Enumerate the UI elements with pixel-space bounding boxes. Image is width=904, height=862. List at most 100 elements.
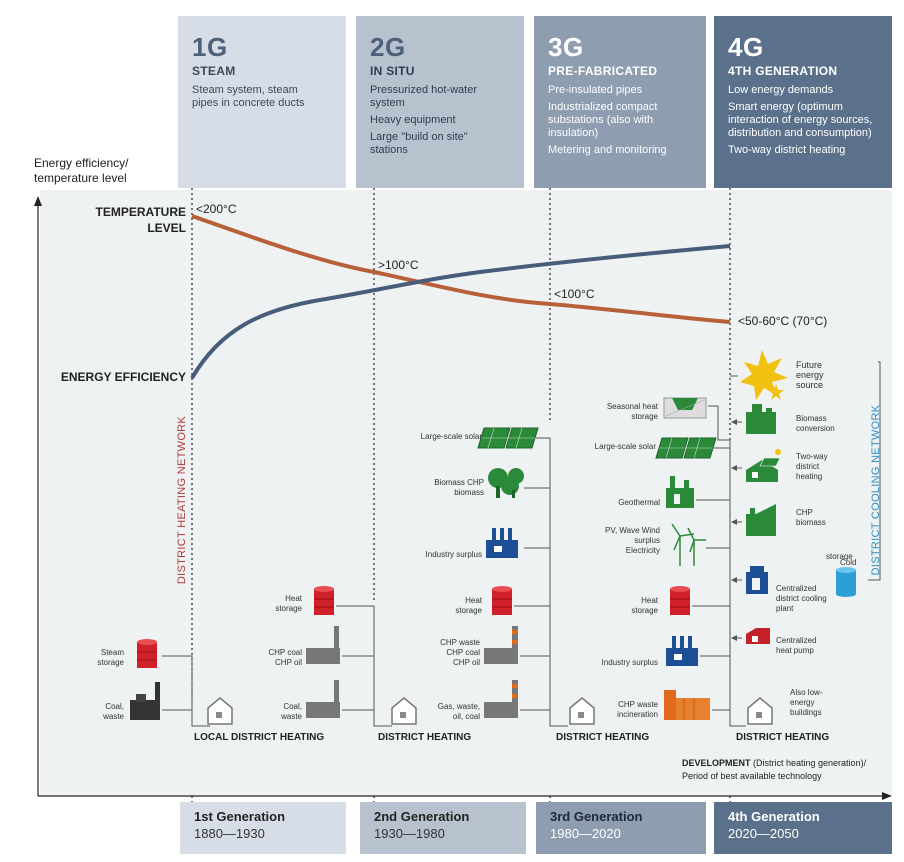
item-label: Seasonal heat storage — [606, 402, 658, 421]
generation-number: 4G — [728, 32, 764, 62]
feature-text: Large "build on site" stations — [370, 131, 468, 156]
feature-text: Steam system, steam pipes in concrete du… — [192, 84, 305, 109]
feature-text: Smart energy (optimum interaction of ene… — [728, 101, 873, 139]
solar-panel-icon — [655, 437, 717, 459]
item-label: Biomass conversion — [796, 414, 835, 433]
district-heating-label: LOCAL DISTRICT HEATING — [194, 732, 325, 743]
star-burst-icon — [740, 350, 788, 400]
item-label: Large-scale solar — [420, 432, 482, 441]
generation-column-4g: 4G 4TH GENERATION Low energy demands Sma… — [714, 16, 892, 188]
generation-features: Pre-insulated pipes Industrialized compa… — [548, 84, 688, 161]
y-axis-label: Energy efficiency/ temperature level — [34, 156, 129, 185]
g1-connectors — [162, 655, 210, 727]
biomass-factory-icon — [746, 404, 776, 434]
wind-turbine-icon — [671, 523, 706, 566]
generation-number: 1G — [192, 32, 228, 62]
bottom-generation-name: 1st Generation — [194, 809, 286, 824]
bottom-generation-4: 4th Generation 2020—2050 — [714, 802, 892, 854]
bottom-generation-years: 1880—1930 — [194, 826, 265, 841]
item-label: Future energy source — [796, 360, 824, 390]
house-icon — [569, 697, 595, 725]
generation-features: Low energy demands Smart energy (optimum… — [728, 84, 878, 161]
item-label: Industry surplus — [601, 658, 658, 667]
item-label: CHP biomass — [796, 508, 826, 527]
item-label: Heat storage — [455, 596, 482, 615]
temperature-curve — [191, 214, 731, 324]
feature-text: Two-way district heating — [728, 144, 846, 156]
bottom-generation-2: 2nd Generation 1930—1980 — [360, 802, 526, 854]
temperature-value: <50-60°C (70°C) — [738, 314, 828, 328]
g2-connectors — [336, 605, 392, 727]
generation-features: Steam system, steam pipes in concrete du… — [192, 84, 342, 114]
house-icon — [747, 697, 773, 725]
bottom-generation-name: 4th Generation — [728, 809, 820, 824]
feature-text: Industrialized compact substations (also… — [548, 101, 658, 139]
item-label: Gas, waste, oil, coal — [437, 702, 480, 721]
feature-text: Low energy demands — [728, 84, 834, 96]
bottom-generation-1: 1st Generation 1880—1930 — [180, 802, 346, 854]
item-label: Two-way district heating — [796, 452, 828, 481]
energy-efficiency-label: ENERGY EFFICIENCY — [60, 370, 186, 384]
item-label: CHP waste CHP coal CHP oil — [440, 638, 480, 667]
generation-name: STEAM — [192, 64, 236, 78]
heat-pump-icon — [746, 628, 770, 644]
item-label: Also low-energy buildings — [790, 688, 823, 717]
item-label: Heat storage — [275, 594, 302, 613]
solar-panel-icon — [477, 427, 539, 449]
generation-column-1g: 1G STEAM Steam system, steam pipes in co… — [178, 16, 346, 188]
feature-text: Pre-insulated pipes — [548, 84, 643, 96]
x-axis-arrow — [882, 792, 892, 800]
generation-name: 4TH GENERATION — [728, 64, 838, 78]
generation-number: 3G — [548, 32, 584, 62]
bottom-generation-years: 1930—1980 — [374, 826, 445, 841]
generation-column-3g: 3G PRE-FABRICATED Pre-insulated pipes In… — [534, 16, 706, 188]
factory-icon — [130, 682, 160, 720]
g4-connectors — [692, 361, 881, 727]
cold-storage-icon — [836, 567, 856, 597]
district-heating-network-label: DISTRICT HEATING NETWORK — [176, 415, 188, 585]
temperature-level-label: TEMPERATURE LEVEL — [95, 205, 186, 235]
generation-name: PRE-FABRICATED — [548, 64, 658, 78]
development-bold: DEVELOPMENT — [682, 758, 751, 768]
item-label: PV, Wave Wind surplus Electricity — [605, 526, 660, 555]
factory-icon — [484, 680, 518, 718]
item-label: Large-scale solar — [594, 442, 656, 451]
district-heating-label: DISTRICT HEATING — [556, 732, 650, 743]
industry-icon — [666, 636, 698, 666]
item-label: Coal, waste — [103, 702, 124, 721]
bottom-generation-3: 3rd Generation 1980—2020 — [536, 802, 706, 854]
item-label: CHP waste incineration — [617, 700, 658, 719]
factory-icon — [306, 626, 340, 664]
development-note: DEVELOPMENT (District heating generation… — [682, 757, 892, 783]
item-label: Steam storage — [97, 648, 124, 667]
district-heating-label: DISTRICT HEATING — [736, 732, 830, 743]
temperature-value: <200°C — [196, 202, 237, 216]
seasonal-storage-icon — [663, 397, 707, 419]
generation-column-2g: 2G IN SITU Pressurized hot-water system … — [356, 16, 524, 188]
barrel-icon — [137, 639, 157, 668]
barrel-icon — [314, 586, 334, 615]
feature-text: Metering and monitoring — [548, 144, 667, 156]
item-label: Cold — [840, 558, 857, 567]
cooling-plant-icon — [746, 566, 768, 594]
two-way-house-icon — [746, 449, 781, 482]
item-label: Coal, waste — [281, 702, 302, 721]
temperature-value: >100°C — [378, 258, 419, 272]
development-line2: Period of best available technology — [682, 771, 822, 781]
bottom-generation-name: 3rd Generation — [550, 809, 643, 824]
generation-features: Pressurized hot-water system Heavy equip… — [370, 84, 500, 161]
y-axis-arrow — [34, 196, 42, 206]
item-label: CHP coal CHP oil — [268, 648, 302, 667]
geothermal-icon — [666, 476, 694, 508]
bottom-generation-name: 2nd Generation — [374, 809, 470, 824]
g4-arrowheads — [731, 419, 737, 641]
feature-text: Pressurized hot-water system — [370, 84, 477, 109]
barrel-icon — [670, 586, 690, 615]
district-cooling-network-label: DISTRICT COOLING NETWORK — [870, 404, 882, 576]
factory-icon — [484, 626, 518, 664]
item-label: Geothermal — [618, 498, 660, 507]
chp-biomass-icon — [746, 504, 776, 536]
item-label: Industry surplus — [425, 550, 482, 559]
generation-name: IN SITU — [370, 64, 415, 78]
